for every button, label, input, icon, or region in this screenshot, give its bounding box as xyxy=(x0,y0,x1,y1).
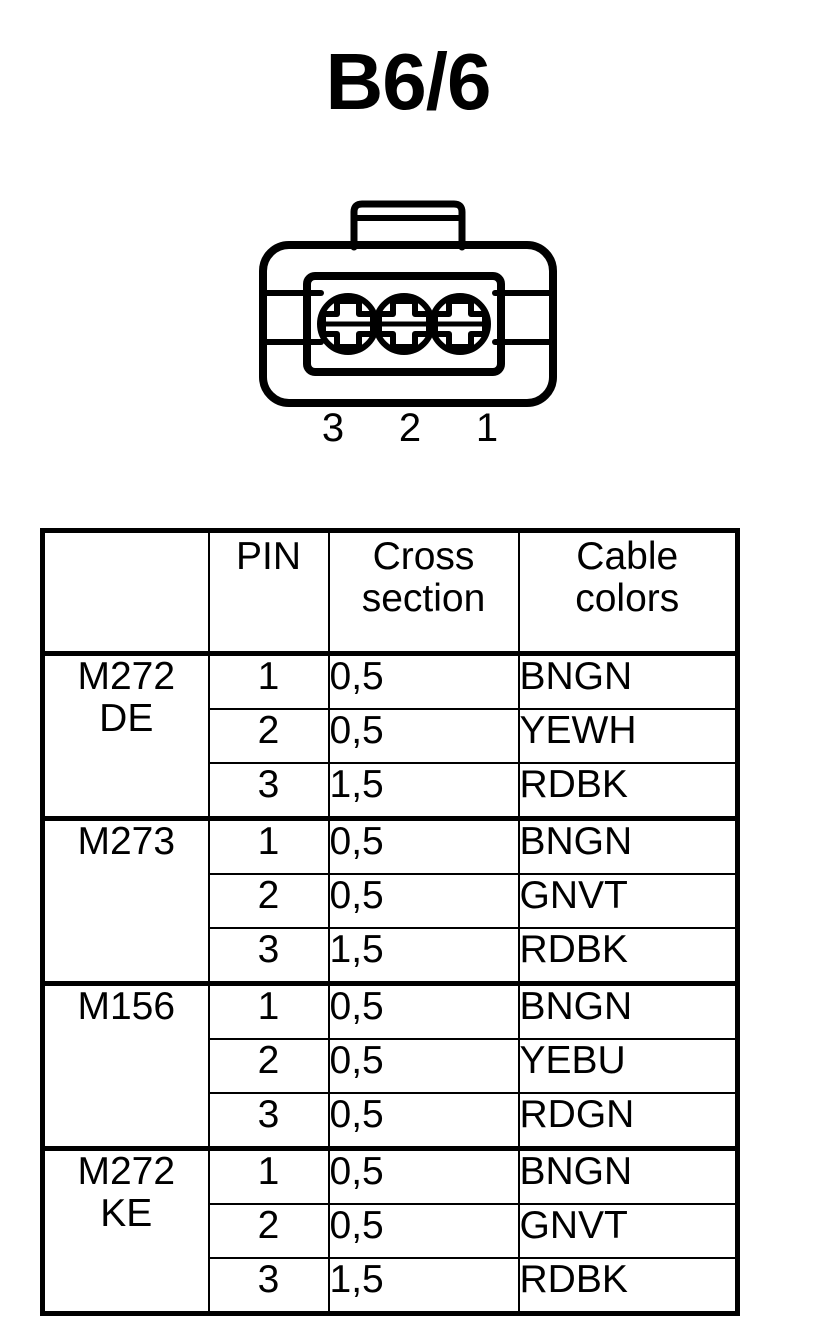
cell-cable-color: BNGN xyxy=(517,651,739,710)
cell-cross-section: 0,5 xyxy=(327,651,520,710)
cell-cable-color: YEWH xyxy=(517,708,739,764)
pin-socket-1 xyxy=(429,293,491,355)
cell-cable-color: GNVT xyxy=(517,1203,739,1259)
cell-cable-color: YEBU xyxy=(517,1038,739,1094)
cell-pin: 3 xyxy=(207,762,330,820)
header-cross-section-line1: Cross xyxy=(372,535,475,578)
cell-cross-section: 1,5 xyxy=(327,1257,520,1315)
model-line-1: M272 xyxy=(77,655,176,698)
cell-pin: 3 xyxy=(207,1257,330,1315)
cell-cable-color: RDGN xyxy=(517,1092,739,1150)
cell-cross-section: 0,5 xyxy=(327,1146,520,1205)
model-line-2: KE xyxy=(100,1192,153,1236)
page-title: B6/6 xyxy=(325,37,492,126)
header-cross-section: Cross section xyxy=(327,529,520,656)
cell-cable-color: BNGN xyxy=(517,981,739,1040)
pin-number-label-3: 3 xyxy=(321,406,345,450)
cell-cross-section: 0,5 xyxy=(327,816,520,875)
cell-cross-section: 1,5 xyxy=(327,762,520,820)
cell-cross-section: 0,5 xyxy=(327,1203,520,1259)
pin-number-row: 3 2 1 xyxy=(310,408,510,448)
cell-cable-color: GNVT xyxy=(517,873,739,929)
cell-cable-color: BNGN xyxy=(517,1146,739,1205)
cell-cross-section: 0,5 xyxy=(327,1038,520,1094)
cell-cable-color: BNGN xyxy=(517,816,739,875)
cell-pin: 3 xyxy=(207,927,330,985)
connector-diagram xyxy=(249,190,579,465)
cell-cross-section: 0,5 xyxy=(327,708,520,764)
cell-cross-section: 0,5 xyxy=(327,873,520,929)
cell-cross-section: 0,5 xyxy=(327,1092,520,1150)
cell-pin: 1 xyxy=(207,816,330,875)
table-header-row: PIN Cross section Cable colors xyxy=(41,529,739,656)
pin-number-label-1: 1 xyxy=(475,406,499,450)
cell-pin: 1 xyxy=(207,1146,330,1205)
header-cable-colors: Cable colors xyxy=(517,529,739,656)
cell-cable-color: RDBK xyxy=(517,927,739,985)
pin-number-label-2: 2 xyxy=(398,406,422,450)
cell-pin: 2 xyxy=(207,873,330,929)
header-cable-colors-line2: colors xyxy=(575,577,680,621)
cell-cable-color: RDBK xyxy=(517,1257,739,1315)
cell-pin: 2 xyxy=(207,708,330,764)
connector-body xyxy=(259,241,557,407)
cell-pin: 2 xyxy=(207,1203,330,1259)
header-pin: PIN xyxy=(207,529,330,656)
header-cable-colors-line1: Cable xyxy=(576,535,679,578)
cell-pin: 2 xyxy=(207,1038,330,1094)
cell-cross-section: 1,5 xyxy=(327,927,520,985)
pin-socket-3 xyxy=(317,293,379,355)
cell-pin: 3 xyxy=(207,1092,330,1150)
connector-tab xyxy=(350,200,466,251)
model-line-2: DE xyxy=(99,697,154,741)
cell-cross-section: 0,5 xyxy=(327,981,520,1040)
model-line-1: M272 xyxy=(77,1150,176,1193)
header-cross-section-line2: section xyxy=(361,577,486,621)
connector-pin-housing xyxy=(303,272,505,376)
model-line-1: M273 xyxy=(77,820,176,863)
cell-pin: 1 xyxy=(207,651,330,710)
header-model xyxy=(41,529,210,656)
cell-model: M156 xyxy=(41,981,210,1150)
model-line-1: M156 xyxy=(77,985,176,1028)
cell-model: M273 xyxy=(41,816,210,985)
cell-cable-color: RDBK xyxy=(517,762,739,820)
cell-pin: 1 xyxy=(207,981,330,1040)
pin-socket-2 xyxy=(373,293,435,355)
